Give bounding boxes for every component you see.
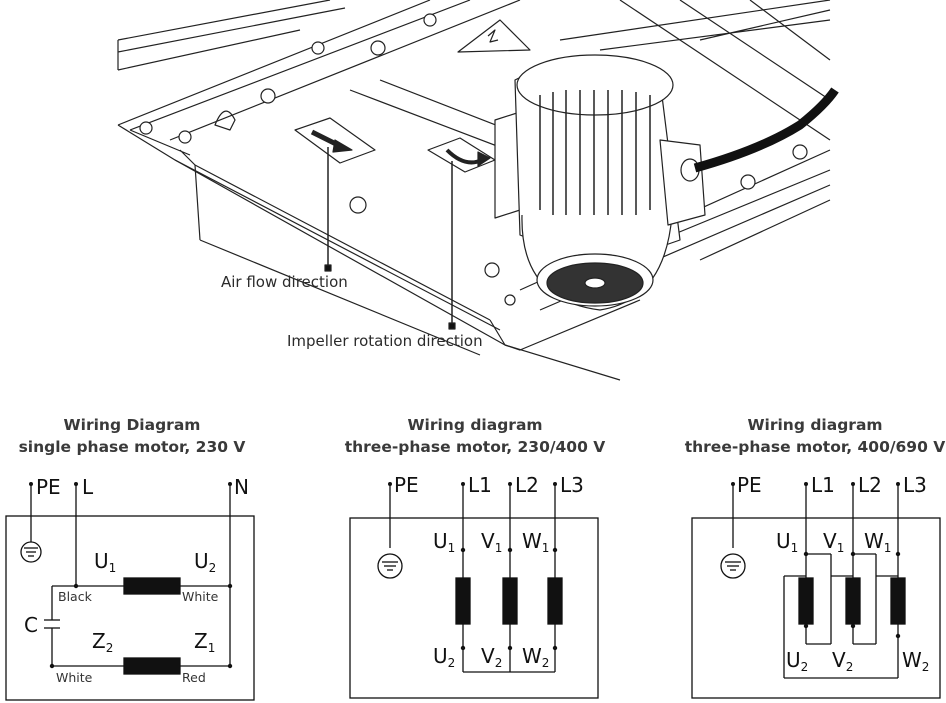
winding-w2: W2 (902, 648, 929, 674)
diagram-2-title-line1: Wiring diagram (407, 416, 543, 434)
wire-color-white-top: White (182, 589, 219, 604)
winding-u2: U2 (194, 549, 216, 575)
terminal-pe: PE (394, 473, 419, 497)
diagram-2-title: Wiring diagram three-phase motor, 230/40… (330, 414, 620, 458)
terminal-l3: L3 (903, 473, 927, 497)
winding-v1: V1 (481, 529, 502, 555)
capacitor-label: C (24, 613, 38, 637)
winding-v2: V2 (481, 644, 502, 670)
winding-u1: U1 (94, 549, 116, 575)
wiring-diagram-single-phase: PE L N U1 U2 Z2 Z1 C Black White White R… (5, 475, 255, 701)
terminal-n: N (234, 475, 249, 499)
winding-u1: U1 (433, 529, 455, 555)
wire-color-red: Red (182, 670, 206, 685)
diagram-3-title-line1: Wiring diagram (747, 416, 883, 434)
wire-color-white-bottom: White (56, 670, 93, 685)
terminal-l2: L2 (515, 473, 539, 497)
terminal-l3: L3 (560, 473, 584, 497)
terminal-l2: L2 (858, 473, 882, 497)
winding-z1: Z1 (194, 629, 215, 655)
winding-w2: W2 (522, 644, 549, 670)
diagram-3-title: Wiring diagram three-phase motor, 400/69… (680, 414, 946, 458)
diagram-1-title: Wiring Diagram single phase motor, 230 V (0, 414, 264, 458)
wiring-diagram-three-phase-230-400: PE L1 L2 L3 U1 V1 W1 U2 V2 W2 (349, 473, 599, 699)
fan-unit-illustration (117, 0, 839, 381)
diagram-2-title-line2: three-phase motor, 230/400 V (344, 438, 606, 456)
winding-u2: U2 (786, 648, 808, 674)
terminal-l: L (82, 475, 94, 499)
winding-v1: V1 (823, 529, 844, 555)
wiring-diagram-three-phase-400-690: PE L1 L2 L3 U1 V1 W1 U2 V2 W2 (691, 473, 941, 699)
wire-color-black: Black (58, 589, 93, 604)
terminal-pe: PE (737, 473, 762, 497)
terminal-l1: L1 (468, 473, 492, 497)
impeller-rotation-callout: Impeller rotation direction (287, 332, 483, 350)
winding-w1: W1 (522, 529, 549, 555)
diagram-1-title-line1: Wiring Diagram (63, 416, 201, 434)
diagram-1-title-line2: single phase motor, 230 V (18, 438, 246, 456)
winding-u2: U2 (433, 644, 455, 670)
winding-u1: U1 (776, 529, 798, 555)
air-flow-callout: Air flow direction (221, 273, 348, 291)
winding-z2: Z2 (92, 629, 113, 655)
winding-v2: V2 (832, 648, 853, 674)
terminal-pe: PE (36, 475, 61, 499)
terminal-l1: L1 (811, 473, 835, 497)
winding-w1: W1 (864, 529, 891, 555)
diagram-3-title-line2: three-phase motor, 400/690 V (684, 438, 946, 456)
